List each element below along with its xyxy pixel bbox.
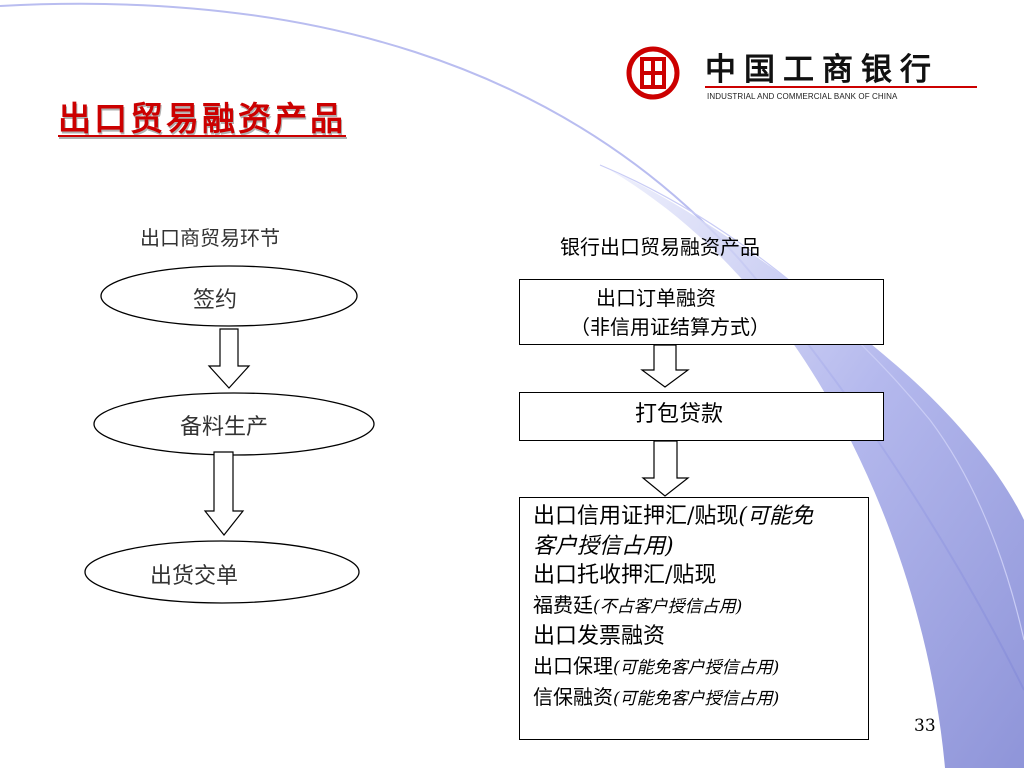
product-item: 出口信用证押汇/贴现(可能免	[533, 502, 858, 532]
down-arrow-4	[641, 440, 690, 497]
product-name: 出口保理	[533, 653, 613, 678]
product-item: 信保融资(可能免客户授信占用)	[533, 683, 858, 715]
product-item: 出口托收押汇/贴现	[533, 563, 717, 588]
step-label-sign: 签约	[193, 288, 238, 313]
bank-name-en: INDUSTRIAL AND COMMERCIAL BANK OF CHINA	[707, 92, 898, 101]
product-list-box: 出口信用证押汇/贴现(可能免 客户授信占用) 出口托收押汇/贴现 福费廷(不占客…	[519, 497, 869, 740]
product-item: 福费廷(不占客户授信占用)	[533, 591, 858, 623]
slide-title: 出口贸易融资产品	[58, 99, 346, 138]
product-box-packing-loan: 打包贷款	[519, 392, 884, 441]
page-number: 33	[914, 716, 936, 736]
product-item: 出口发票融资	[533, 624, 666, 649]
bank-name-cn: 中国工商银行	[705, 52, 939, 88]
product-name: 出口信用证押汇/贴现	[533, 504, 739, 529]
order-financing-note: （非信用证结算方式）	[570, 315, 770, 339]
product-name: 福费廷	[533, 592, 593, 617]
icbc-seal-icon	[626, 46, 680, 100]
product-name: 信保融资	[533, 685, 613, 709]
step-ellipse-prepare	[93, 392, 375, 456]
down-arrow-2	[203, 451, 245, 536]
step-label-prepare: 备料生产	[180, 415, 269, 440]
right-flow-heading: 银行出口贸易融资产品	[560, 235, 760, 259]
bank-logo: 中国工商银行 INDUSTRIAL AND COMMERCIAL BANK OF…	[626, 44, 982, 106]
product-item-cont: 客户授信占用)	[533, 532, 858, 562]
down-arrow-1	[207, 328, 251, 389]
decor-swoosh	[610, 170, 1024, 768]
product-note: (可能免客户授信占用)	[613, 689, 780, 709]
step-ellipse-ship	[84, 540, 360, 604]
step-label-ship: 出货交单	[150, 564, 239, 589]
product-note: (可能免	[738, 504, 814, 529]
product-note: (可能免客户授信占用)	[613, 657, 780, 678]
product-box-order-financing: 出口订单融资 （非信用证结算方式）	[519, 279, 884, 345]
product-item: 出口保理(可能免客户授信占用)	[533, 652, 858, 684]
down-arrow-3	[640, 344, 690, 388]
step-ellipse-sign	[100, 265, 358, 327]
product-note: (不占客户授信占用)	[593, 596, 743, 617]
packing-loan-label: 打包贷款	[635, 402, 724, 427]
order-financing-label: 出口订单融资	[596, 286, 716, 310]
left-flow-heading: 出口商贸易环节	[140, 226, 280, 250]
logo-divider	[705, 86, 977, 88]
product-note: 客户授信占用)	[533, 533, 674, 559]
